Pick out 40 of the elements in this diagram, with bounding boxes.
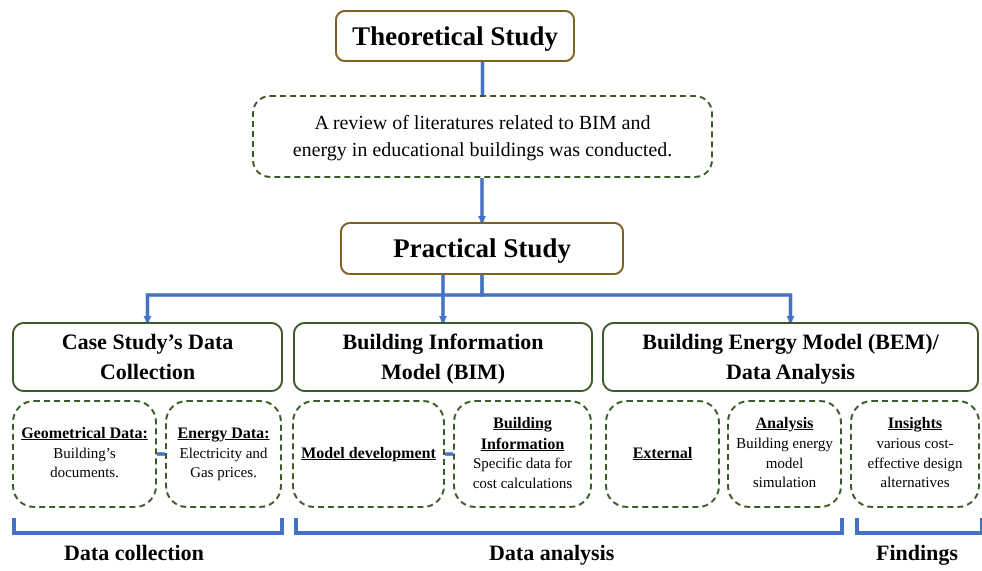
heading-text: Building Energy Model (BEM)/ Data Analysis (641, 328, 940, 386)
connector-line (445, 452, 453, 456)
step-box (850, 400, 980, 508)
heading-text: A review of literatures related to BIM and energy in educational buildings was conducted. (292, 110, 674, 162)
body-text: Electricity and Gas prices. (178, 444, 268, 484)
heading-text: Case Study’s Data Collection (60, 328, 234, 386)
arrow (439, 275, 447, 324)
group-label: Data collection (64, 540, 204, 566)
heading-text: Model development (301, 444, 436, 464)
heading-text: Practical Study (393, 233, 571, 264)
section-box (293, 322, 593, 392)
body-text: Building energy model simulation (735, 435, 834, 494)
step-box (165, 400, 282, 508)
step-box (605, 400, 720, 508)
section-box (12, 322, 283, 392)
description-box (252, 95, 713, 178)
step-box (453, 400, 592, 508)
step-box (727, 400, 842, 508)
heading-text: Theoretical Study (352, 20, 558, 52)
heading-text: External (632, 444, 692, 464)
arrow (478, 178, 486, 224)
body-text: various cost-effective design alternatives (866, 435, 964, 494)
group-label: Findings (876, 540, 958, 566)
step-box (292, 400, 445, 508)
section-box (602, 322, 979, 392)
body-text: Building’s documents. (49, 444, 120, 484)
group-label: Data analysis (489, 540, 614, 566)
heading-text: Energy Data: (178, 424, 270, 444)
heading-text: Building Information Model (BIM) (341, 328, 545, 386)
heading-text: Geometrical Data: (21, 424, 148, 444)
arrow (480, 275, 794, 324)
heading-text: Building Information (480, 414, 566, 454)
body-text: Specific data for cost calculations (472, 455, 574, 494)
heading-text: Analysis (756, 414, 814, 434)
stage-box (340, 222, 624, 275)
connector-line (157, 452, 165, 456)
stage-box (335, 10, 575, 62)
heading-text: Insights (888, 414, 942, 434)
step-box (12, 400, 157, 508)
connector-line (480, 62, 484, 95)
